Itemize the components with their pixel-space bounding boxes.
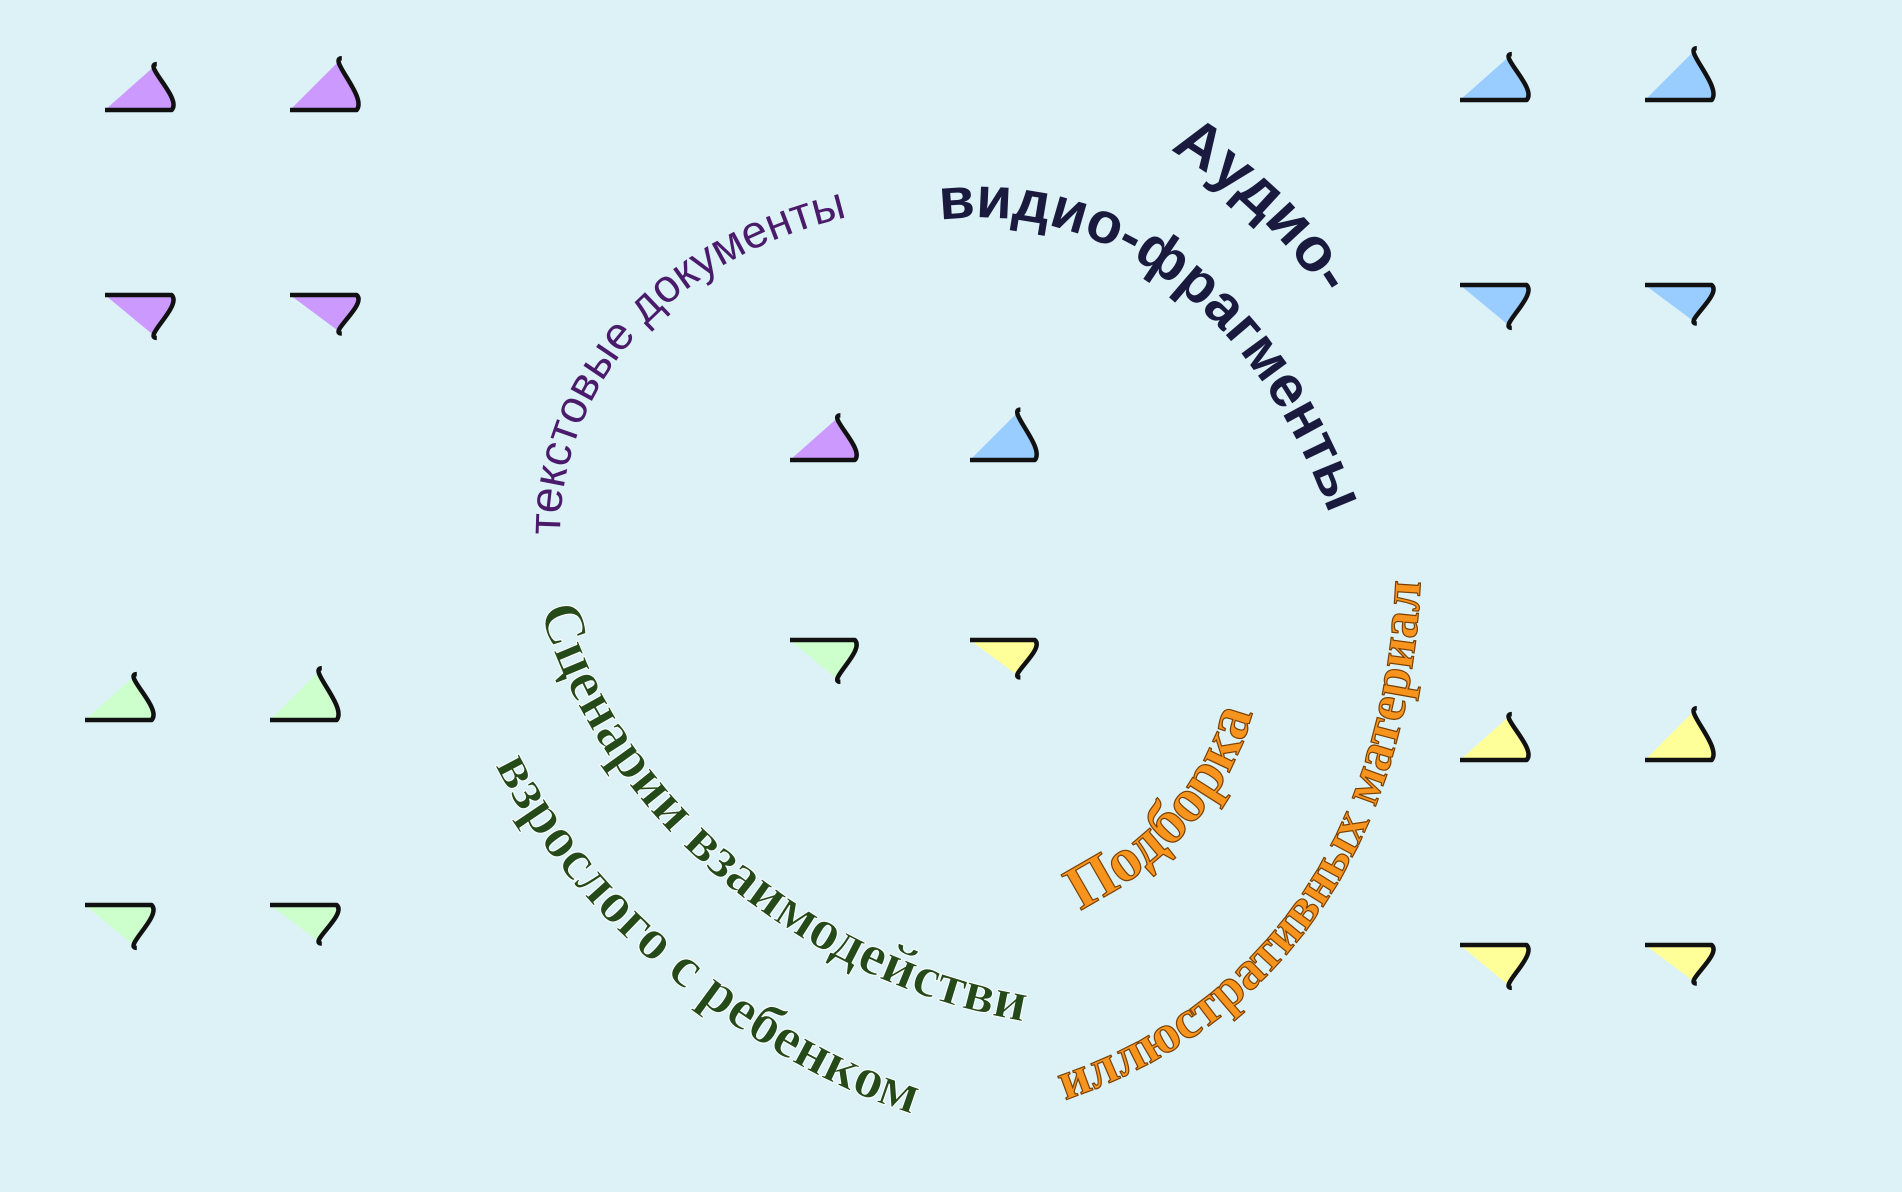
purple-puzzle xyxy=(105,55,361,341)
puzzle-piece xyxy=(790,413,859,463)
puzzle-piece xyxy=(1460,942,1531,991)
yellow-puzzle xyxy=(1460,705,1716,991)
label-scenarios-line1: Сценарии взаимодействия xyxy=(0,0,1034,1035)
puzzle-piece xyxy=(790,637,859,685)
puzzle-piece xyxy=(1645,45,1716,103)
green-puzzle xyxy=(85,665,341,951)
puzzle-piece xyxy=(105,61,176,113)
puzzle-piece xyxy=(1460,282,1531,331)
puzzle-piece xyxy=(85,902,156,951)
puzzle-piece xyxy=(290,292,361,336)
puzzle-piece xyxy=(105,292,176,341)
puzzle-piece xyxy=(1460,711,1531,763)
label-selection-line1: Подборка xyxy=(1053,696,1266,922)
center-puzzle xyxy=(790,407,1039,685)
puzzle-piece xyxy=(270,665,341,723)
puzzle-piece xyxy=(970,637,1039,680)
label-text-documents: текстовые документы xyxy=(518,176,850,535)
blue-puzzle xyxy=(1460,45,1716,331)
puzzle-piece xyxy=(290,55,361,113)
puzzle-piece xyxy=(1645,942,1716,986)
puzzle-piece xyxy=(85,671,156,723)
puzzle-piece xyxy=(1645,282,1716,326)
puzzle-piece xyxy=(270,902,341,946)
puzzle-piece xyxy=(970,407,1039,463)
puzzle-piece xyxy=(1645,705,1716,763)
puzzle-piece xyxy=(1460,51,1531,103)
